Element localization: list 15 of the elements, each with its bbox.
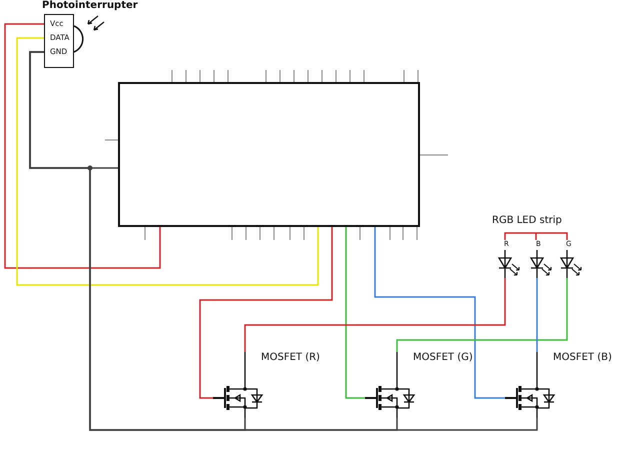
wire [4, 23, 161, 269]
wire [345, 227, 365, 399]
component-label: MOSFET (G) [413, 352, 473, 364]
component-label: MOSFET (B) [553, 352, 612, 364]
wire [29, 51, 538, 431]
wire [396, 278, 568, 352]
component-title: RGB LED strip [492, 215, 562, 226]
wire [244, 278, 506, 352]
wire [199, 227, 333, 399]
microcontroller-board [118, 82, 420, 227]
component-label: MOSFET (R) [261, 352, 320, 364]
wire [374, 227, 505, 399]
wire [16, 37, 319, 286]
wire [536, 278, 538, 352]
component-title: Photointerrupter [42, 0, 138, 11]
